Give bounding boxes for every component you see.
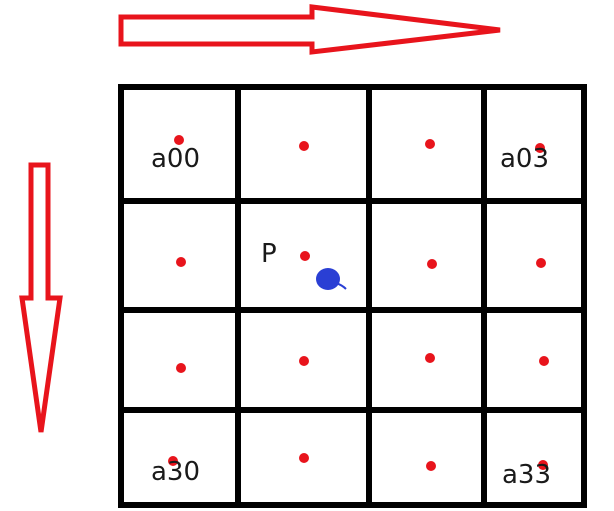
sample-point-2-3 xyxy=(539,356,549,366)
sample-point-3-3 xyxy=(538,460,548,470)
label-a03: a03 xyxy=(500,144,549,174)
label-a30: a30 xyxy=(151,457,200,487)
sample-point-2-1 xyxy=(299,356,309,366)
sample-point-0-1 xyxy=(299,141,309,151)
sample-point-1-3 xyxy=(536,258,546,268)
sample-point-1-2 xyxy=(427,259,437,269)
label-a00: a00 xyxy=(151,144,200,174)
sample-point-3-1 xyxy=(299,453,309,463)
label-p: P xyxy=(261,239,277,269)
sample-point-2-0 xyxy=(176,363,186,373)
sample-point-1-0 xyxy=(176,257,186,267)
sample-point-0-3 xyxy=(535,143,545,153)
grid-border xyxy=(118,84,587,508)
horizontal-arrow-icon xyxy=(118,4,501,55)
sample-point-0-2 xyxy=(425,139,435,149)
query-point xyxy=(316,268,347,290)
vertical-arrow-icon xyxy=(19,162,63,433)
sample-point-1-1 xyxy=(300,251,310,261)
sample-points xyxy=(168,135,549,471)
sample-point-2-2 xyxy=(425,353,435,363)
sample-point-3-2 xyxy=(426,461,436,471)
grid xyxy=(118,84,587,508)
sample-point-0-0 xyxy=(174,135,184,145)
label-a33: a33 xyxy=(502,460,551,490)
sample-point-3-0 xyxy=(168,456,178,466)
